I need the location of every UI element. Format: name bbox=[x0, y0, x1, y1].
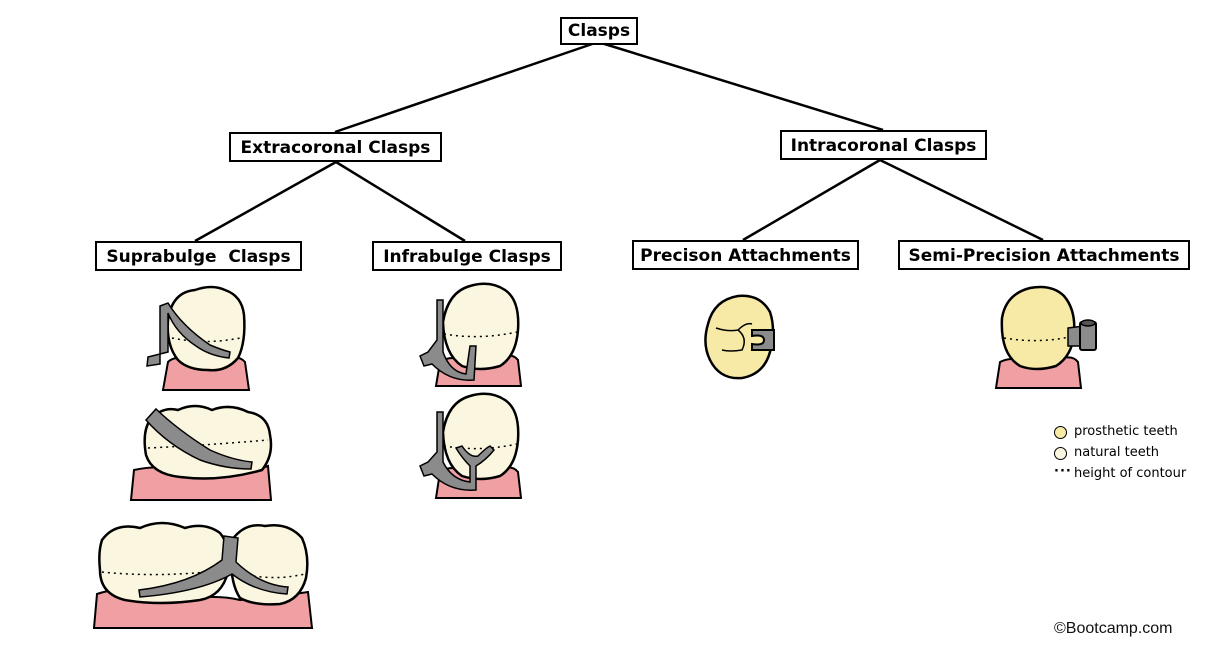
suprabulge-molar-illustration-1 bbox=[146, 285, 251, 391]
semi-precision-attachment-illustration bbox=[994, 285, 1097, 389]
connector-intracoronal-precision bbox=[742, 158, 881, 242]
clasp-arm bbox=[419, 299, 477, 381]
clasp-arm bbox=[419, 411, 496, 491]
prosthetic-tooth-occlusal bbox=[704, 294, 775, 380]
legend-label: prosthetic teeth bbox=[1074, 424, 1178, 439]
suprabulge-molar-illustration-2 bbox=[129, 404, 273, 501]
natural-swatch-icon bbox=[1054, 447, 1067, 460]
node-infrabulge-clasps: Infrabulge Clasps bbox=[372, 241, 562, 271]
height-of-contour-line bbox=[443, 443, 518, 450]
clasp-arm bbox=[144, 407, 253, 470]
attachment-cylinder-top bbox=[1080, 319, 1096, 327]
legend-label: height of contour bbox=[1074, 466, 1187, 481]
clasp-arm bbox=[146, 302, 231, 367]
natural-tooth-crown bbox=[441, 282, 520, 371]
node-clasps: Clasps bbox=[560, 17, 638, 45]
occlusal-grooves bbox=[715, 322, 753, 352]
node-semi-precision-attachments: Semi-Precision Attachments bbox=[898, 240, 1190, 270]
connector-root-intracoronal bbox=[597, 40, 884, 132]
suprabulge-two-teeth-illustration bbox=[92, 521, 314, 629]
connector-extracoronal-infrabulge bbox=[335, 160, 466, 243]
prosthetic-swatch-icon bbox=[1054, 426, 1067, 439]
connector-root-extracoronal bbox=[334, 40, 599, 134]
infrabulge-illustration-1 bbox=[419, 282, 523, 387]
height-of-contour-line bbox=[443, 331, 518, 338]
connector-extracoronal-suprabulge bbox=[194, 160, 337, 243]
prosthetic-tooth-crown bbox=[1000, 285, 1076, 371]
attachment-slot bbox=[751, 329, 775, 351]
clasp-arm bbox=[138, 535, 289, 598]
height-of-contour-line bbox=[147, 439, 269, 449]
infrabulge-illustration-2 bbox=[419, 392, 523, 499]
connector-intracoronal-semiprecision bbox=[879, 158, 1044, 242]
legend-label: natural teeth bbox=[1074, 445, 1160, 460]
copyright-credit: ©Bootcamp.com bbox=[1054, 620, 1173, 637]
precision-attachment-illustration bbox=[704, 294, 775, 380]
height-of-contour-line bbox=[1003, 335, 1075, 342]
natural-tooth-crown-right bbox=[229, 524, 309, 606]
node-intracoronal-clasps: Intracoronal Clasps bbox=[780, 130, 987, 160]
natural-tooth-crown bbox=[441, 392, 520, 481]
node-precision-attachments: Precison Attachments bbox=[632, 240, 859, 270]
height-of-contour-line bbox=[171, 337, 241, 343]
natural-tooth-crown bbox=[166, 285, 246, 372]
legend: prosthetic teeth natural teeth ··· heigh… bbox=[1054, 424, 1204, 488]
node-suprabulge-clasps: Suprabulge Clasps bbox=[95, 241, 302, 271]
dotted-line-icon: ··· bbox=[1054, 464, 1072, 479]
node-extracoronal-clasps: Extracoronal Clasps bbox=[229, 132, 442, 162]
